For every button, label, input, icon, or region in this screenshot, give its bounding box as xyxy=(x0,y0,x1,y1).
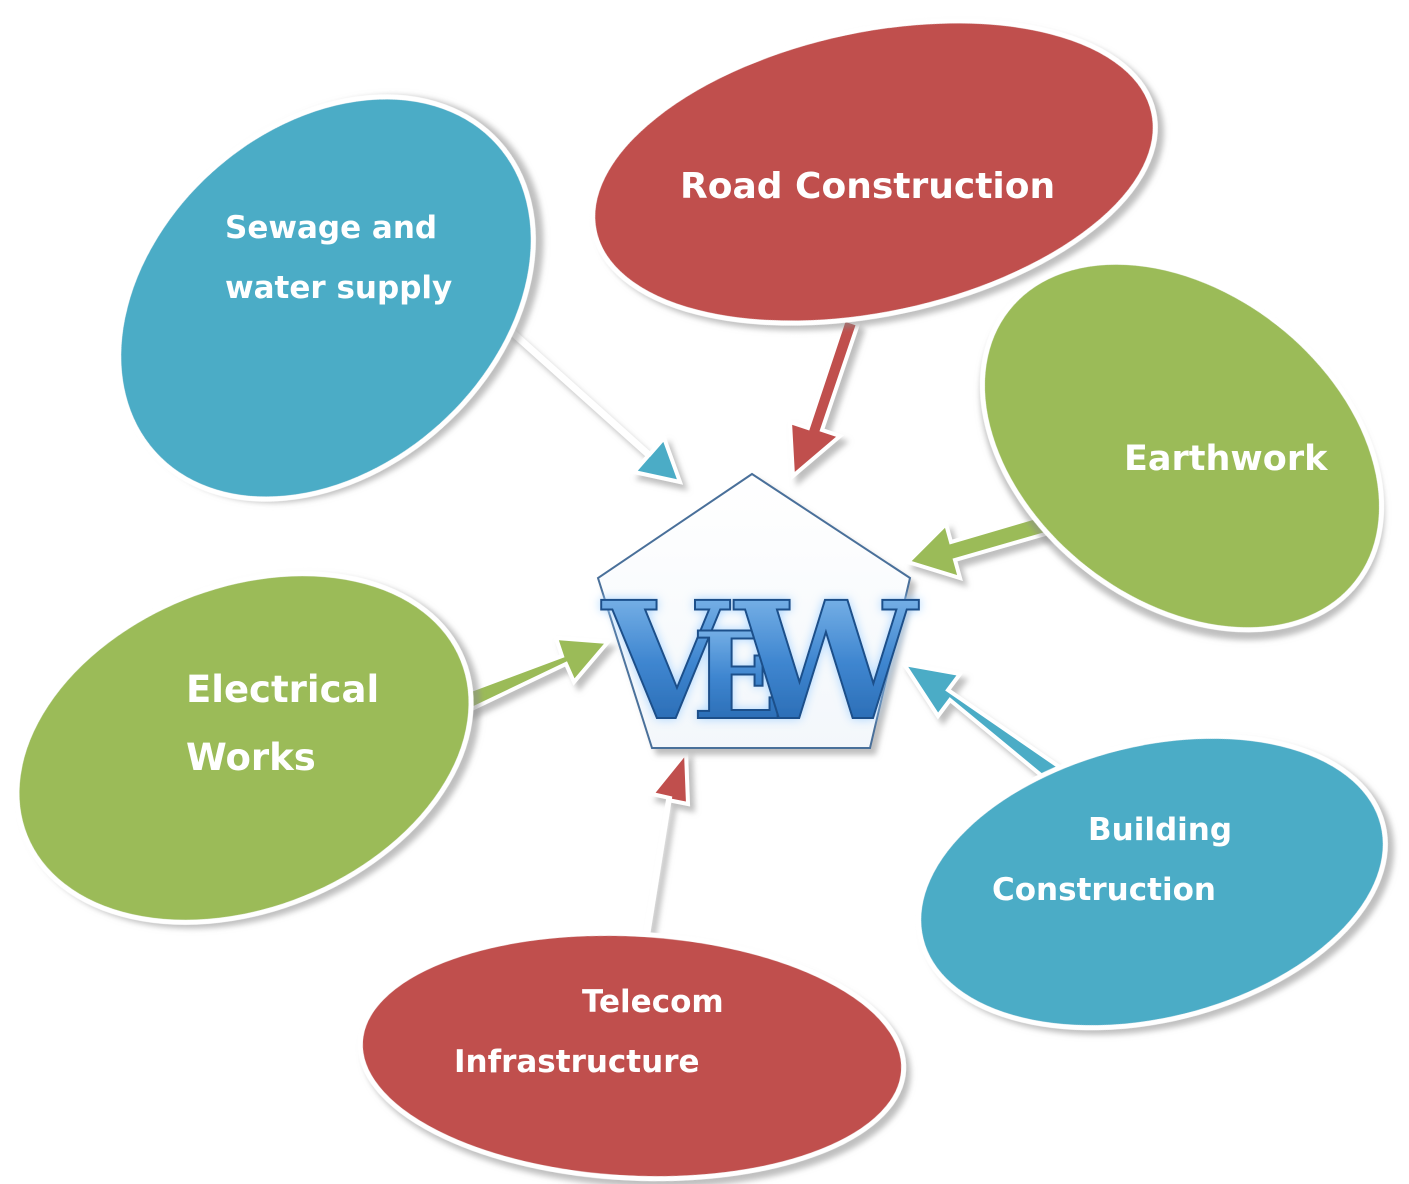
node-earthwork-ellipse xyxy=(979,259,1385,633)
logo-letter-w: W xyxy=(733,567,919,757)
node-telecom-label-line1: Telecom xyxy=(582,984,724,1020)
node-sewage-ellipse xyxy=(116,94,536,502)
labels-layer: Sewage and water supply Road Constructio… xyxy=(186,166,1328,1080)
node-road-ellipse xyxy=(590,18,1158,326)
arrow-sewage-to-center xyxy=(486,321,684,485)
node-electrical-label-line2: Works xyxy=(186,736,316,779)
logo-letter-e: E xyxy=(692,606,783,747)
node-telecom-ellipse xyxy=(357,930,907,1182)
node-building-label-line1: Building xyxy=(1088,812,1232,848)
node-telecom-label-line2: Infrastructure xyxy=(454,1044,700,1080)
node-sewage-label-line1: Sewage and xyxy=(225,210,437,246)
logo-letter-v: V xyxy=(601,567,730,757)
node-electrical-label-line1: Electrical xyxy=(186,668,379,711)
node-building-label-line2: Construction xyxy=(992,872,1216,908)
node-electrical-ellipse xyxy=(14,571,474,925)
node-road-label: Road Construction xyxy=(680,166,1055,207)
arrow-road-to-center xyxy=(787,316,861,481)
center-logo: V E W xyxy=(596,472,920,758)
node-earthwork-label: Earthwork xyxy=(1124,439,1328,479)
center-pentagon xyxy=(596,472,912,749)
node-sewage-label-line2: water supply xyxy=(225,270,452,306)
node-building-ellipse xyxy=(916,733,1388,1031)
arrow-telecom-to-center xyxy=(619,746,691,955)
